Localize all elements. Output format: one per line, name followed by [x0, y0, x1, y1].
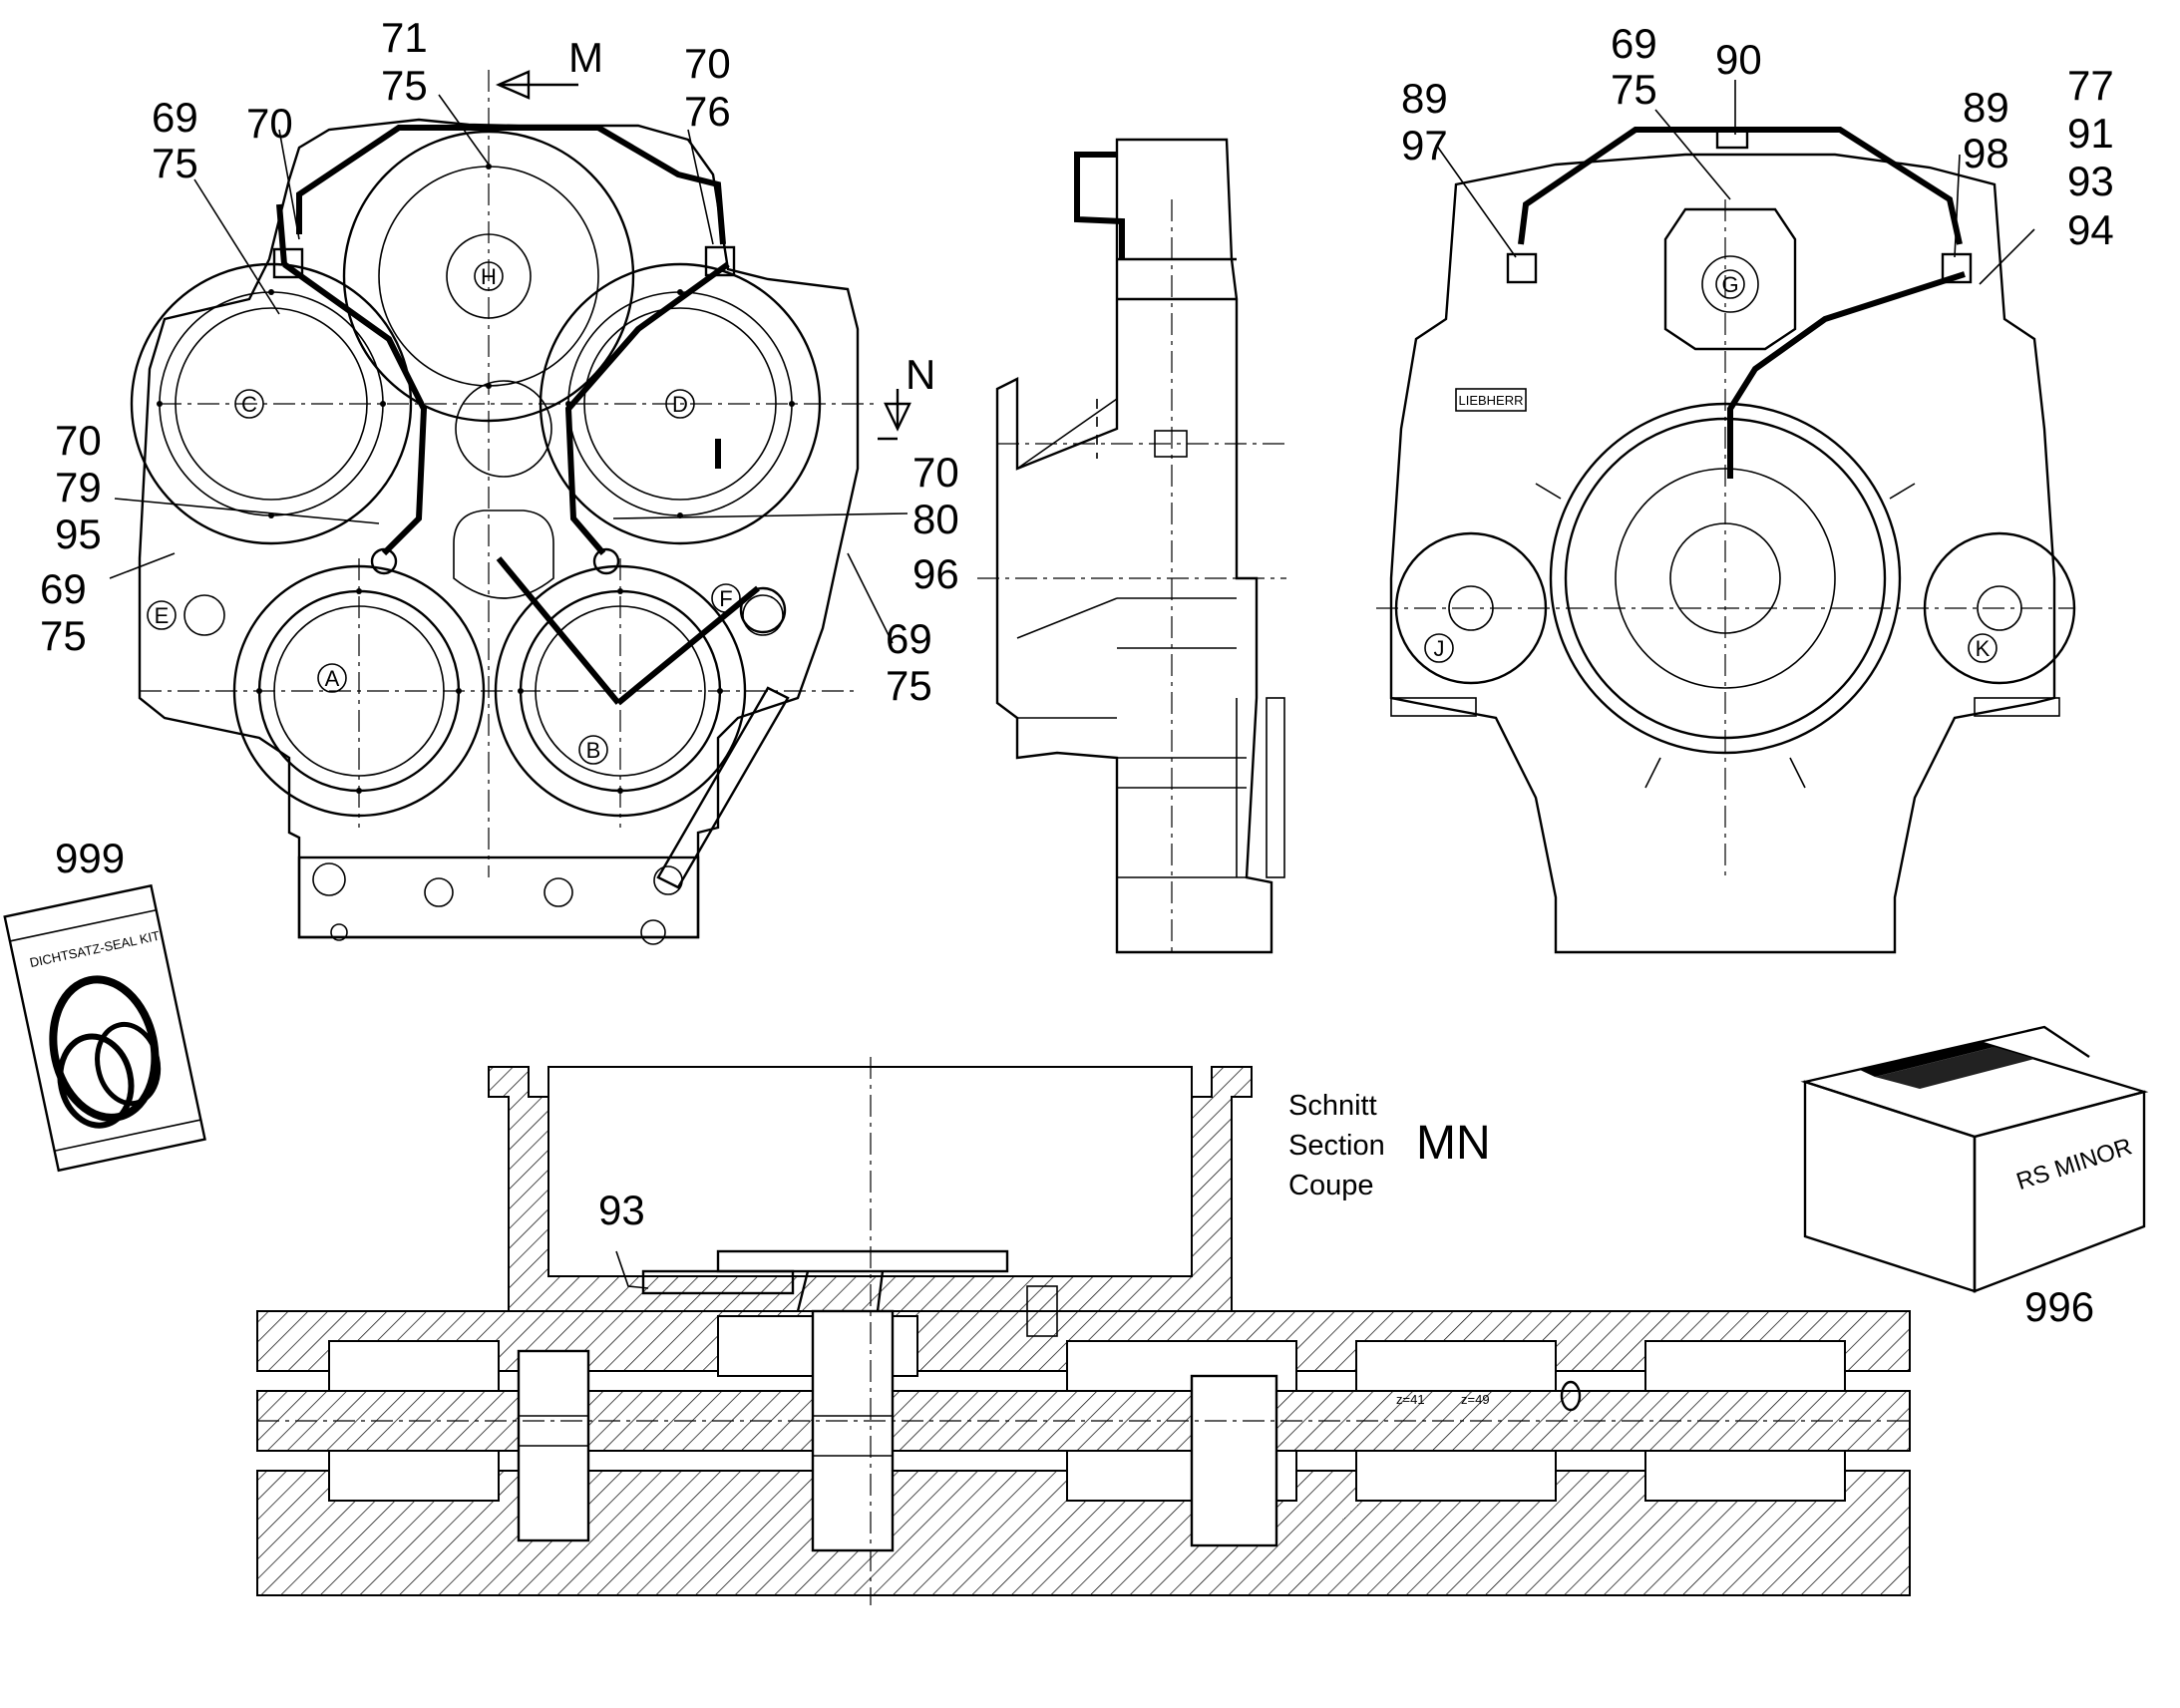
section-word-coupe: Coupe: [1288, 1170, 1373, 1201]
callout-69: 69: [886, 615, 932, 662]
callout-69: 69: [152, 94, 198, 141]
callout-80: 80: [912, 496, 959, 542]
callout-71: 71: [381, 14, 428, 61]
gear-label-h: H: [481, 264, 497, 289]
section-mark-a: z=41: [1396, 1392, 1425, 1407]
gear-label-b: B: [586, 738, 601, 763]
section-title: Schnitt Section MN Coupe: [1288, 1090, 1491, 1201]
callout-996: 996: [2024, 1283, 2094, 1330]
section-word-section: Section: [1288, 1130, 1385, 1162]
callout-75: 75: [152, 140, 198, 186]
callout-98: 98: [1963, 130, 2009, 176]
front-view: H C D A B E F: [109, 70, 911, 945]
callout-70: 70: [684, 40, 731, 87]
spare-parts-box: RS MINOR: [1800, 1025, 2149, 1293]
gear-label-f: F: [719, 586, 732, 611]
gear-label-c: C: [241, 392, 257, 417]
callout-69: 69: [1611, 20, 1657, 67]
gear-label-k: K: [1976, 636, 1991, 661]
callout-75: 75: [40, 612, 87, 659]
section-letter-m: M: [568, 34, 603, 81]
section-word-schnitt: Schnitt: [1288, 1090, 1377, 1122]
gear-label-e: E: [155, 603, 170, 628]
side-view: [977, 138, 1286, 957]
nameplate: LIEBHERR: [1458, 393, 1523, 408]
gear-label-d: D: [672, 392, 688, 417]
seal-kit-bag: DICHTSATZ-SEAL KIT: [3, 883, 206, 1173]
callout-89: 89: [1963, 84, 2009, 131]
gear-label-j: J: [1434, 636, 1445, 661]
seal-kit-label: DICHTSATZ-SEAL KIT: [28, 928, 161, 970]
section-mn-view: z=41 z=49: [256, 1057, 1911, 1605]
callout-77: 77: [2067, 62, 2114, 109]
callout-75: 75: [886, 662, 932, 709]
gear-label-a: A: [325, 666, 340, 691]
callout-89: 89: [1401, 75, 1448, 122]
rear-view: LIEBHERR G J K: [1376, 80, 2076, 954]
callout-95: 95: [55, 511, 102, 557]
gear-label-g: G: [1721, 272, 1738, 297]
box-label: RS MINOR: [2013, 1133, 2135, 1196]
callout-69: 69: [40, 565, 87, 612]
callout-96: 96: [912, 550, 959, 597]
callout-75: 75: [1611, 66, 1657, 113]
callout-70: 70: [55, 417, 102, 464]
callout-70: 70: [912, 449, 959, 496]
callout-94: 94: [2067, 206, 2114, 253]
callout-79: 79: [55, 464, 102, 511]
callout-999: 999: [55, 835, 125, 881]
callout-90: 90: [1715, 36, 1762, 83]
section-id: MN: [1416, 1117, 1491, 1170]
callouts: 71 75 M 70 76 69 75 70 70 79 95 69 75 N …: [40, 14, 2114, 1330]
callout-75: 75: [381, 62, 428, 109]
callout-76: 76: [684, 88, 731, 135]
section-letter-n: N: [906, 351, 935, 398]
callout-97: 97: [1401, 122, 1448, 169]
callout-91: 91: [2067, 110, 2114, 157]
callout-70: 70: [246, 100, 293, 147]
callout-93: 93: [2067, 158, 2114, 204]
callout-93: 93: [598, 1187, 645, 1233]
section-mark-b: z=49: [1461, 1392, 1490, 1407]
